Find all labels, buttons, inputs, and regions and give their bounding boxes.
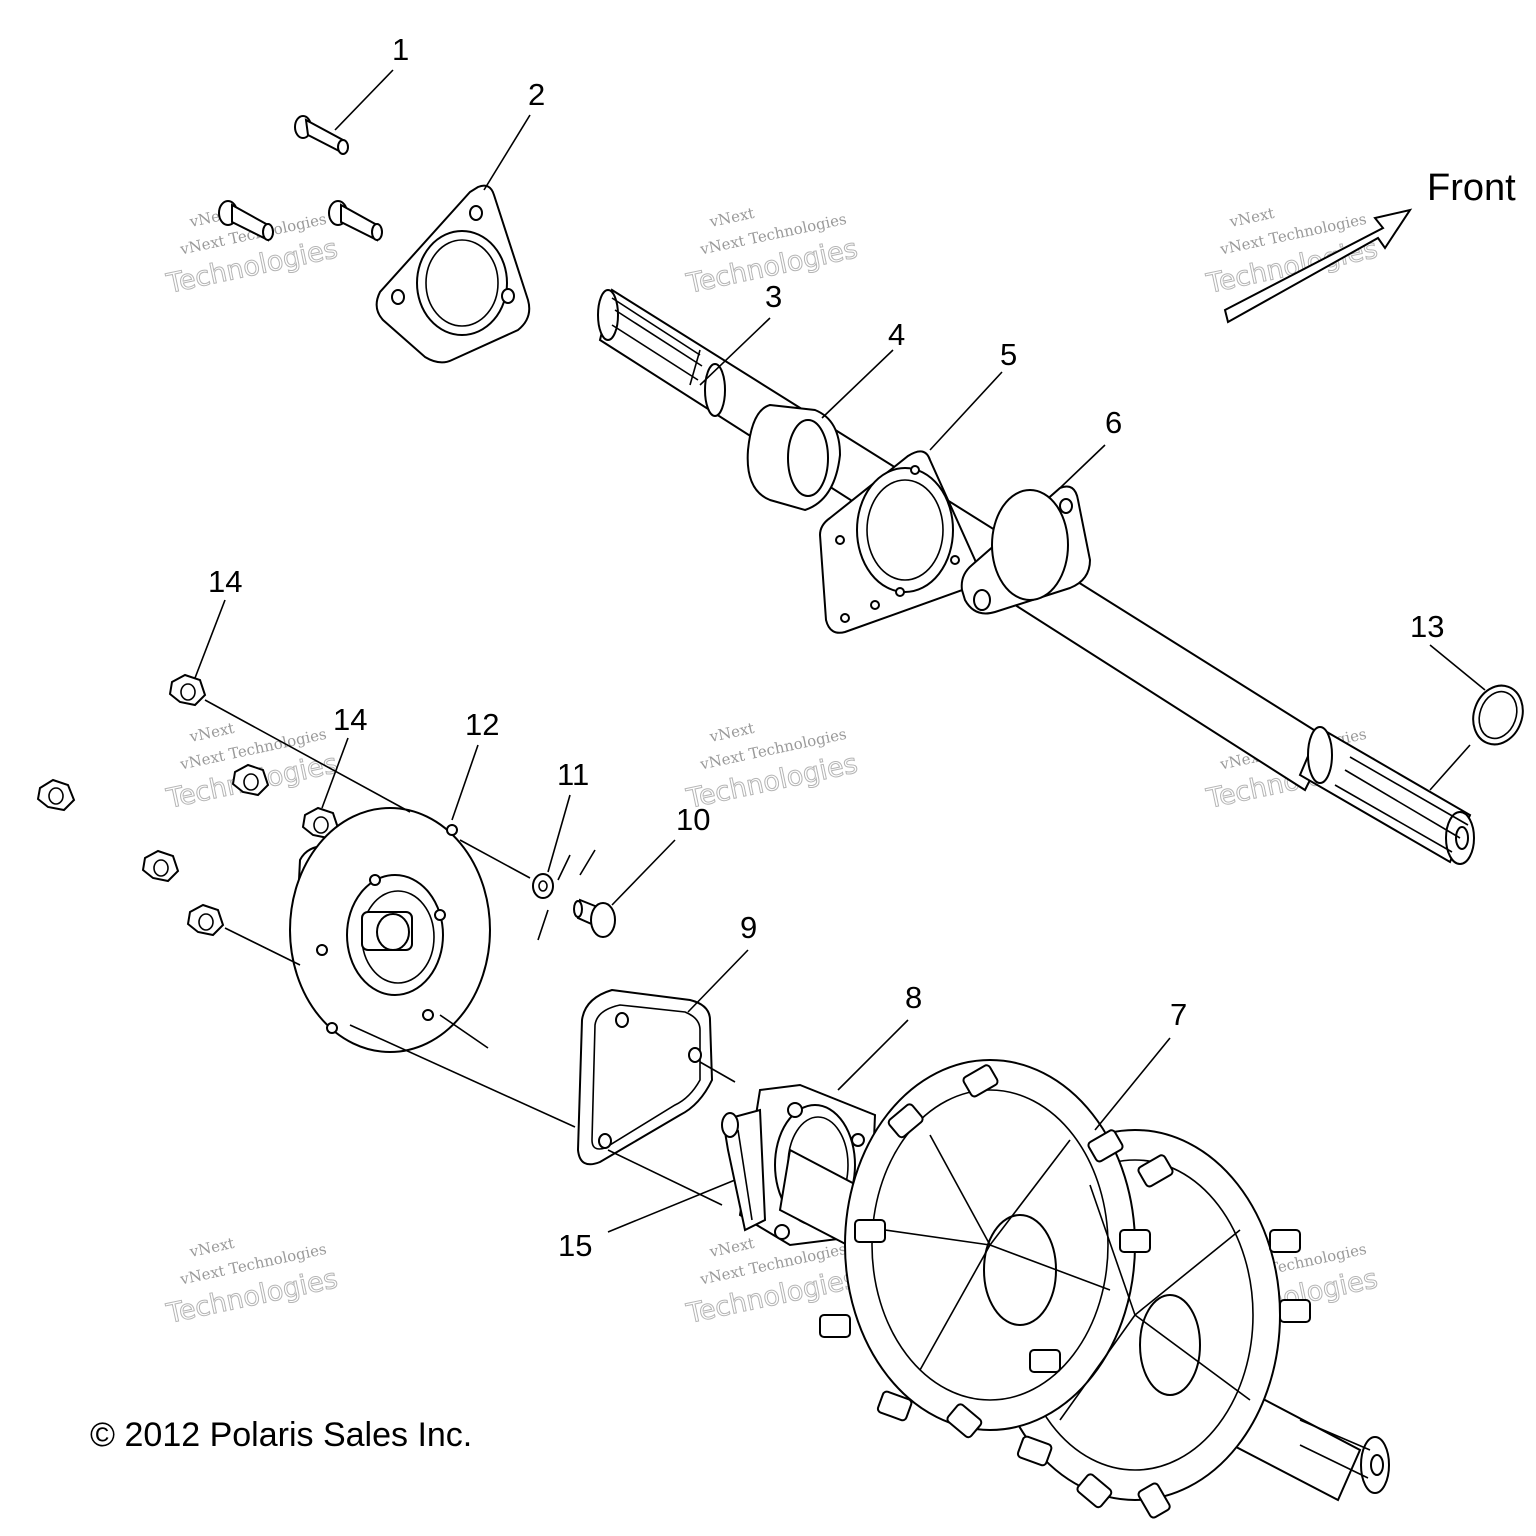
washer-part-11 bbox=[532, 873, 554, 899]
copyright-text: © 2012 Polaris Sales Inc. bbox=[90, 1416, 472, 1454]
callout-15: 15 bbox=[558, 1228, 592, 1263]
svg-text:vNext: vNext bbox=[1227, 204, 1276, 231]
bearing-part-4 bbox=[746, 403, 842, 512]
svg-text:vNext: vNext bbox=[707, 719, 756, 746]
callout-8: 8 bbox=[905, 980, 922, 1015]
callout-6: 6 bbox=[1105, 405, 1122, 440]
nut-left-2 bbox=[231, 763, 270, 797]
flange-plate-part-2 bbox=[375, 184, 531, 364]
watermark-1: vNext vNext Technologies Technologies bbox=[163, 204, 341, 301]
assembly-lines bbox=[204, 699, 736, 1206]
o-ring-part-13 bbox=[1472, 684, 1524, 746]
svg-text:vNext: vNext bbox=[187, 1234, 236, 1261]
callout-13: 13 bbox=[1410, 609, 1444, 644]
callout-9: 9 bbox=[740, 910, 757, 945]
svg-text:vNext: vNext bbox=[707, 204, 756, 231]
callout-14a: 14 bbox=[208, 564, 242, 599]
leader-lines bbox=[194, 69, 1486, 1233]
front-label: Front bbox=[1427, 167, 1516, 209]
callout-2: 2 bbox=[528, 77, 545, 112]
drive-sprocket-part-7 bbox=[778, 1059, 1390, 1519]
callout-11: 11 bbox=[557, 757, 589, 792]
gasket-plate-part-9 bbox=[576, 988, 714, 1166]
rivet-part-1 bbox=[294, 115, 349, 155]
nut-part-14a bbox=[168, 673, 207, 707]
callout-5: 5 bbox=[1000, 337, 1017, 372]
bearing-flange-part-5 bbox=[818, 450, 979, 634]
rivet-part-1c bbox=[328, 200, 383, 242]
callout-1: 1 bbox=[392, 32, 409, 67]
hub-part-12 bbox=[289, 807, 491, 1053]
callout-3: 3 bbox=[765, 279, 782, 314]
nut-left-1 bbox=[36, 778, 76, 812]
svg-text:vNext: vNext bbox=[707, 1234, 756, 1261]
front-arrow-icon bbox=[1223, 208, 1413, 324]
nut-left-4 bbox=[186, 903, 225, 937]
rivet-part-10 bbox=[573, 898, 616, 938]
callout-14b: 14 bbox=[333, 702, 367, 737]
callout-7: 7 bbox=[1170, 997, 1187, 1032]
bolt-part-15 bbox=[721, 1108, 767, 1232]
watermark-7: vNext vNext Technologies Technologies bbox=[163, 1234, 341, 1331]
callout-10: 10 bbox=[676, 802, 710, 837]
callout-12: 12 bbox=[465, 707, 499, 742]
watermark-5: vNext vNext Technologies Technologies bbox=[683, 719, 861, 816]
rivet-part-1b bbox=[218, 200, 274, 242]
gasket-part-6 bbox=[960, 485, 1092, 615]
svg-text:vNext: vNext bbox=[187, 719, 236, 746]
watermark-4: vNext vNext Technologies Technologies bbox=[163, 719, 341, 816]
callout-4: 4 bbox=[888, 317, 905, 352]
nut-left-3 bbox=[141, 849, 180, 883]
